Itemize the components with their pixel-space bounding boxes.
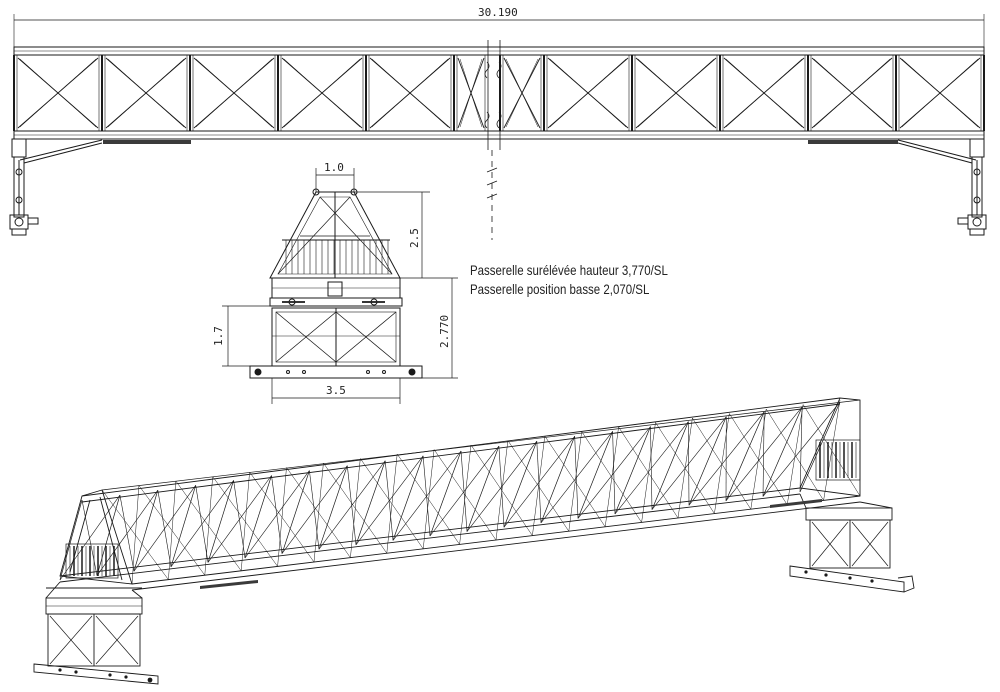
cross-section: 1.0 2.5	[212, 161, 458, 404]
perspective-chords	[59, 397, 861, 591]
side-bay	[543, 55, 630, 131]
overall-length-dimension: 30.190	[13, 6, 985, 52]
note-low-position: Passerelle position basse 2,070/SL	[470, 281, 650, 297]
side-bay	[277, 55, 364, 131]
note-elevated-height: Passerelle surélévée hauteur 3,770/SL	[470, 262, 668, 278]
lower-truss	[271, 307, 401, 367]
base-width-label: 3.5	[326, 384, 346, 397]
deck-plate-left	[103, 140, 191, 144]
perspective-left-end	[33, 489, 159, 685]
base-beam	[249, 365, 423, 379]
gable-height-dimension: 2.5	[354, 191, 458, 279]
cross-beam	[269, 277, 403, 307]
perspective-deck-plate-right	[770, 499, 822, 508]
railing	[282, 239, 390, 274]
deck-plate-right	[808, 140, 898, 144]
side-bay	[101, 55, 188, 131]
side-bay	[631, 55, 718, 131]
perspective-right-end	[789, 397, 915, 593]
top-width-label: 1.0	[324, 161, 344, 174]
base-width-dimension: 3.5	[271, 378, 401, 404]
side-bay	[13, 55, 100, 131]
overall-length-label: 30.190	[478, 6, 518, 19]
perspective-web-members	[59, 399, 861, 585]
break-mark	[484, 40, 502, 240]
perspective-view	[33, 397, 915, 685]
left-support	[9, 138, 103, 236]
right-support	[897, 138, 987, 236]
gable-height-label: 2.5	[408, 228, 421, 248]
base-height-dimension: 1.7	[212, 305, 272, 367]
side-bay	[189, 55, 276, 131]
base-height-label: 1.7	[212, 326, 225, 346]
side-bay	[365, 55, 452, 131]
side-bay	[499, 55, 542, 131]
perspective-deck-plate-left	[200, 580, 258, 589]
total-height-dimension: 2.770	[422, 278, 458, 379]
top-width-dimension: 1.0	[315, 161, 355, 192]
side-bay	[807, 55, 894, 131]
side-bay	[719, 55, 806, 131]
total-height-label: 2.770	[438, 315, 451, 348]
side-elevation: 30.190	[9, 6, 987, 240]
gable-truss	[269, 188, 401, 279]
side-bay	[895, 55, 982, 131]
side-bay	[453, 55, 486, 131]
